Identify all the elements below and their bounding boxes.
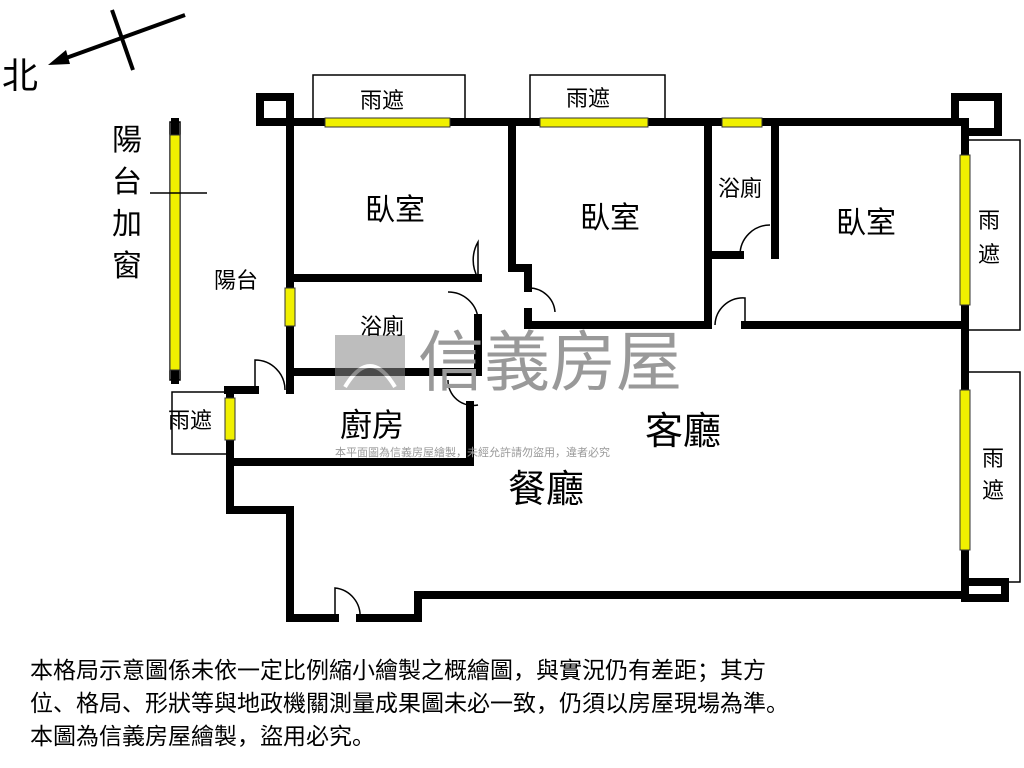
awning-right-2-a: 雨	[982, 447, 1004, 472]
awning-right-2-b: 遮	[982, 479, 1004, 504]
room-balcony: 陽台	[214, 269, 258, 294]
disclaimer-line: 本圖為信義房屋繪製，盜用必究。	[30, 724, 375, 750]
balcony-window-4: 窗	[112, 249, 142, 284]
watermark-notice: 本平面圖為信義房屋繪製，未經允許請勿盜用，違者必究	[335, 445, 610, 459]
room-kitchen: 廚房	[340, 406, 404, 444]
room-dining: 餐廳	[508, 467, 584, 511]
room-bath-1: 浴廁	[360, 315, 404, 340]
room-bedroom-1: 臥室	[365, 193, 425, 228]
disclaimer-line: 位、格局、形狀等與地政機關測量成果圖未必一致，仍須以房屋現場為準。	[30, 691, 789, 717]
compass-label: 北	[2, 56, 38, 97]
room-bath-2: 浴廁	[718, 177, 762, 202]
watermark-brand: 信義房屋	[418, 324, 682, 401]
balcony-window-2: 台	[112, 165, 142, 200]
disclaimer-line: 本格局示意圖係未依一定比例縮小繪製之概繪圖，與實況仍有差距；其方	[30, 658, 766, 684]
north-arrow-icon	[48, 9, 186, 71]
awning-top-2: 雨遮	[566, 87, 610, 112]
awning-right-1-a: 雨	[978, 209, 1000, 234]
awning-right-1-b: 遮	[978, 243, 1000, 268]
awning-top-1: 雨遮	[360, 89, 404, 114]
room-bedroom-2: 臥室	[580, 201, 640, 236]
awning-left: 雨遮	[168, 409, 212, 434]
room-bedroom-3: 臥室	[836, 206, 896, 241]
windows	[169, 117, 971, 551]
doors	[254, 224, 771, 619]
room-living: 客廳	[645, 409, 721, 453]
balcony-window-3: 加	[112, 207, 142, 242]
balcony-window-1: 陽	[112, 123, 142, 158]
disclaimer: 本格局示意圖係未依一定比例縮小繪製之概繪圖，與實況仍有差距；其方 位、格局、形狀…	[30, 655, 1010, 754]
watermark-logo	[335, 335, 405, 390]
